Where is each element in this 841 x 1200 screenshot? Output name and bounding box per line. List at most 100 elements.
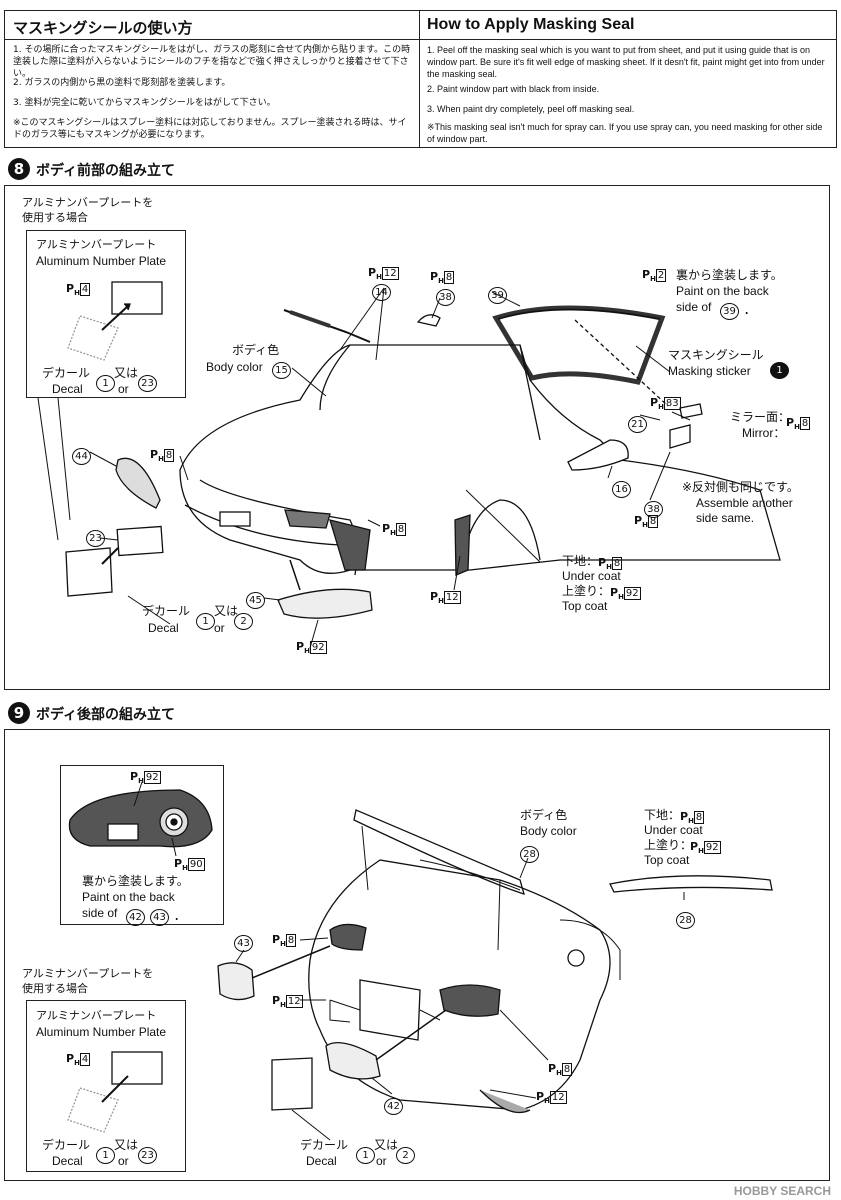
- step8-inset-box: [26, 230, 186, 398]
- step8-decal-c1: 1: [196, 609, 215, 630]
- step9-panel: [4, 729, 830, 1181]
- step8-inset-decal-jp: デカール: [42, 366, 91, 380]
- step9-body-color-jp: ボディ色: [520, 808, 568, 822]
- step9-decal-c2: 2: [396, 1143, 415, 1164]
- masking-en-line-3: 3. When paint dry completely, peel off m…: [427, 104, 635, 114]
- step8-paint-back-jp: 裏から塗装します。: [676, 268, 783, 282]
- step9-paint-back-en2: side of: [82, 906, 118, 920]
- step9-inset-box: [26, 1000, 186, 1172]
- step8-inset-or-en: or: [118, 382, 129, 396]
- step9-inset-or-jp: 又は: [114, 1138, 139, 1152]
- step8-inset-or-jp: 又は: [114, 366, 139, 380]
- masking-seal-box: マスキングシールの使い方 How to Apply Masking Seal 1…: [4, 10, 837, 148]
- step8-under-en: Under coat: [562, 569, 621, 583]
- step9-part28-wing: 28: [676, 908, 695, 929]
- step9-inset-or-en: or: [118, 1154, 129, 1168]
- masking-en-line-4: ※This masking seal isn't much for spray …: [427, 122, 823, 144]
- step9-inset-c1: 1: [96, 1143, 115, 1164]
- step9-inset-decal-jp: デカール: [42, 1138, 91, 1152]
- step8-masking-badge: 1: [770, 358, 789, 379]
- step9-decal-c1: 1: [356, 1143, 375, 1164]
- step9-decal-jp: デカール: [300, 1138, 349, 1152]
- step8-decal-en: Decal: [148, 621, 179, 635]
- step8-masking-jp: マスキングシール: [668, 348, 764, 362]
- step8-mirror-en: Mirror：: [742, 426, 786, 440]
- step9-under-jp: 下地：: [644, 808, 681, 822]
- step8-inset-jp: アルミナンバープレート: [36, 238, 157, 251]
- step9-inset-caption: アルミナンバープレートを 使用する場合: [22, 967, 154, 995]
- step8-assemble-en1: Assemble another: [696, 496, 793, 510]
- step8-decal-jp: デカール: [142, 604, 191, 618]
- step8-part38-top: 38: [436, 285, 455, 306]
- step8-or-en: or: [214, 621, 225, 635]
- masking-jp-title: マスキングシールの使い方: [13, 19, 193, 37]
- step8-mirror-jp: ミラー面：: [730, 410, 791, 424]
- step8-part39-ref: 39 .: [720, 299, 749, 320]
- step8-part15: 15: [272, 358, 291, 379]
- watermark: HOBBY SEARCH: [733, 1184, 831, 1198]
- masking-jp-line-1: 1. その場所に合ったマスキングシールをはがし、ガラスの彫刻に合せて内側から貼り…: [13, 45, 411, 79]
- step8-masking-en: Masking sticker: [668, 364, 751, 378]
- step9-lamp-detail-box: [60, 765, 224, 925]
- step9-ref-43: 43 .: [150, 905, 179, 926]
- step8-panel: [4, 185, 830, 690]
- step8-paint-back-en1: Paint on the back: [676, 284, 769, 298]
- step8-top-jp: 上塗り：: [562, 584, 611, 598]
- step9-part28-spoiler: 28: [520, 842, 539, 863]
- step9-inset-jp: アルミナンバープレート: [36, 1009, 157, 1022]
- step8-part14: 14: [372, 280, 391, 301]
- masking-header-rule: [5, 39, 836, 41]
- step9-ref-42: 42: [126, 905, 145, 926]
- step8-part16: 16: [612, 477, 631, 498]
- masking-jp-line-2: 2. ガラスの内側から黒の塗料で彫刻部を塗装します。: [13, 78, 231, 88]
- step9-paint-back-jp: 裏から塗装します。: [82, 874, 189, 888]
- step9-inset-c23: 23: [138, 1143, 157, 1164]
- step8-part45: 45: [246, 588, 265, 609]
- step9-body-color-en: Body color: [520, 824, 577, 838]
- step9-top-en: Top coat: [644, 853, 690, 867]
- step9-badge: 9: [8, 702, 30, 724]
- step8-assemble-jp: ※反対側も同じです。: [682, 480, 799, 494]
- step9-decal-en: Decal: [306, 1154, 337, 1168]
- step9-under-en: Under coat: [644, 823, 703, 837]
- masking-jp-line-3: 3. 塗料が完全に乾いてからマスキングシールをはがして下さい。: [13, 98, 276, 108]
- step8-inset-decal-en: Decal: [52, 382, 83, 396]
- step9-inset-en: Aluminum Number Plate: [36, 1025, 167, 1039]
- step8-paint-back-en2: side of: [676, 300, 712, 314]
- step9-or-jp: 又は: [374, 1138, 399, 1152]
- masking-jp-line-4: ※このマスキングシールはスプレー塗料には対応しておりません。スプレー塗装される時…: [13, 118, 407, 140]
- step9-top-jp: 上塗り：: [644, 838, 693, 852]
- step9-part43: 43: [234, 931, 253, 952]
- masking-en-line-2: 2. Paint window part with black from ins…: [427, 84, 600, 94]
- step8-inset-en: Aluminum Number Plate: [36, 254, 167, 268]
- step8-inset-c1: 1: [96, 371, 115, 392]
- step8-part21: 21: [628, 412, 647, 433]
- step8-or-jp: 又は: [214, 604, 239, 618]
- step9-inset-decal-en: Decal: [52, 1154, 83, 1168]
- step8-part44: 44: [72, 444, 91, 465]
- step9-or-en: or: [376, 1154, 387, 1168]
- step8-decal-c2: 2: [234, 609, 253, 630]
- step9-paint-back-en1: Paint on the back: [82, 890, 175, 904]
- step8-part38-side: 38: [644, 497, 663, 518]
- step9-title: ボディ後部の組み立て: [36, 707, 176, 723]
